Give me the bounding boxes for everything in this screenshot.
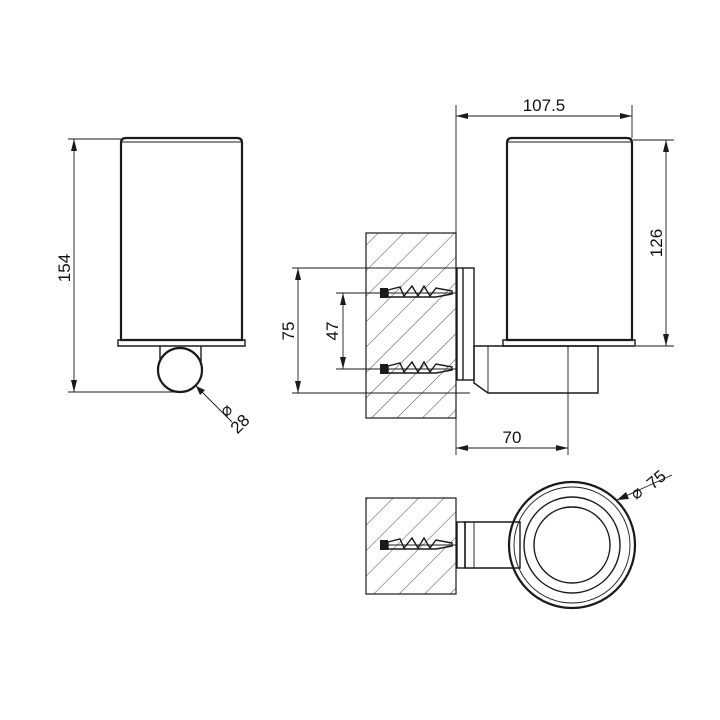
- dim-154-arrow-bottom: [71, 380, 77, 392]
- top-cup-ring-3: [523, 496, 621, 594]
- dim-107-label: 107.5: [523, 96, 566, 115]
- top-wall-plate: [456, 521, 466, 569]
- top-view: ⌀ 75: [365, 466, 673, 610]
- dim-107-arrow-left: [456, 113, 468, 119]
- top-cup-ring-2: [513, 486, 631, 604]
- side-screw-top: [380, 284, 456, 298]
- dim-75d-arrow: [617, 492, 629, 500]
- side-arm: [473, 345, 599, 394]
- dim-126-arrow-top: [663, 140, 669, 152]
- side-wall-section: [365, 232, 457, 419]
- dim-126-arrow-bottom: [663, 334, 669, 346]
- side-view: 107.5 126 75 47 70: [279, 96, 674, 455]
- dim-75-label: 75: [279, 322, 298, 341]
- dim-154-label: 154: [55, 254, 74, 282]
- top-screw: [380, 536, 456, 550]
- dim-75d-symbol: ⌀: [626, 482, 646, 503]
- dim-28-arrow: [196, 386, 205, 395]
- front-cup-base: [117, 339, 246, 347]
- top-arm: [464, 521, 521, 569]
- side-wall-plate: [456, 267, 475, 381]
- top-wall-section: [365, 497, 457, 595]
- dim-154-arrow-top: [71, 139, 77, 151]
- dim-75-arrow-top: [295, 268, 301, 280]
- front-view: 154 ⌀ 28: [55, 136, 254, 438]
- front-holder-arm: [156, 346, 204, 394]
- dim-70-arrow-right: [556, 445, 568, 451]
- dim-47-arrow-bottom: [340, 357, 346, 369]
- dim-126-label: 126: [647, 229, 666, 257]
- side-cup-base: [502, 339, 636, 347]
- dim-47-label: 47: [323, 322, 342, 341]
- dim-107-arrow-right: [620, 113, 632, 119]
- dim-47-arrow-top: [340, 293, 346, 305]
- front-cup-body: [119, 136, 244, 342]
- dim-75d-label: 75: [643, 466, 670, 493]
- top-cup-inner-ring: [533, 506, 611, 584]
- dim-70-label: 70: [503, 428, 522, 447]
- side-screw-bottom: [380, 360, 456, 374]
- dim-70-arrow-left: [456, 445, 468, 451]
- side-cup-body: [505, 136, 634, 342]
- top-cup-outer-ring: [507, 480, 637, 610]
- dim-75-arrow-bottom: [295, 381, 301, 393]
